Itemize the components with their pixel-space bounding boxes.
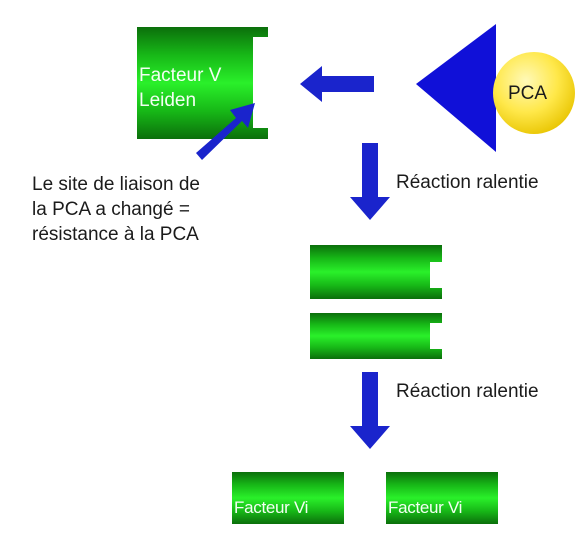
factor-va-lower-block	[310, 313, 442, 359]
factor-vi-right-block	[386, 472, 498, 524]
slowed-reaction-label-2: Réaction ralentie	[396, 381, 539, 402]
binding-site-label-line1: Le site de liaison de	[32, 174, 200, 195]
binding-site-label-line3: résistance à la PCA	[32, 224, 199, 245]
factor-v-leiden-label-line2: Leiden	[139, 90, 197, 111]
binding-site-label-line2: la PCA a changé =	[32, 199, 190, 220]
factor-va-upper-block	[310, 245, 442, 299]
down-arrow-2	[350, 372, 390, 449]
factor-vi-right-label: Facteur Vi	[388, 498, 463, 517]
pca-triangle	[416, 24, 496, 152]
slowed-reaction-label-1: Réaction ralentie	[396, 172, 539, 193]
pca-label: PCA	[508, 83, 548, 104]
factor-vi-left-label: Facteur Vi	[234, 498, 309, 517]
down-arrow-1	[350, 143, 390, 220]
binding-site-arrow	[196, 103, 255, 160]
arrow-left-to-factor-v	[300, 66, 374, 102]
factor-vi-left-block	[232, 472, 344, 524]
factor-v-leiden-label-line1: Facteur V	[139, 65, 222, 86]
pca-circle	[493, 52, 575, 134]
